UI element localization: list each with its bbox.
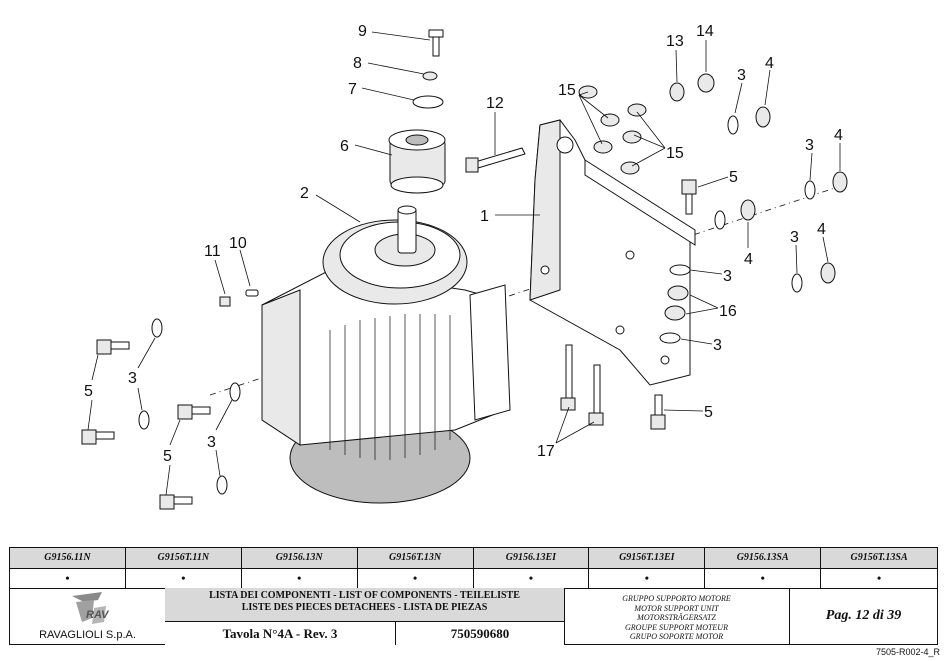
callout-10: 10 <box>229 235 247 252</box>
model-code: G9156.13EI <box>473 548 589 569</box>
callout-4: 4 <box>834 127 843 144</box>
applicability-dot: • <box>125 569 241 589</box>
callout-6: 6 <box>340 138 349 155</box>
table-revision: Tavola N°4A - Rev. 3 <box>165 622 396 645</box>
right-bolts <box>560 179 697 430</box>
small-nut <box>219 296 231 307</box>
group-name-es: GRUPO SOPORTE MOTOR <box>629 632 724 642</box>
callout-3: 3 <box>723 268 732 285</box>
washer <box>412 95 444 109</box>
model-column: G9156.13N• <box>241 548 358 589</box>
model-column: G9156.13SA• <box>705 548 822 589</box>
title-block: G9156.11N• G9156T.11N• G9156.13N• G9156T… <box>9 547 938 645</box>
callout-5: 5 <box>163 448 172 465</box>
callout-12: 12 <box>486 95 504 112</box>
callout-11: 11 <box>204 243 221 260</box>
callout-4: 4 <box>817 221 826 238</box>
group-name-cell: GRUPPO SUPPORTO MOTORE MOTOR SUPPORT UNI… <box>564 588 790 644</box>
model-column: G9156.11N• <box>10 548 126 589</box>
lock-washer <box>422 71 438 81</box>
model-column: G9156T.11N• <box>125 548 242 589</box>
callout-numbers: 1 2 3 3 3 3 3 3 3 4 4 4 4 5 5 5 5 6 7 8 … <box>84 23 843 465</box>
applicability-dot: • <box>589 569 705 589</box>
callout-5: 5 <box>84 383 93 400</box>
table-info-row: Tavola N°4A - Rev. 3 750590680 <box>165 621 564 645</box>
electric-motor <box>261 205 511 504</box>
callout-4: 4 <box>765 55 774 72</box>
page-number: Pag. 12 di 39 <box>825 608 902 623</box>
applicability-dot: • <box>10 569 125 589</box>
pulley <box>388 129 446 194</box>
group-name-de: MOTORSTRÄGERSATZ <box>637 613 716 623</box>
applicability-dot: • <box>705 569 821 589</box>
callout-15: 15 <box>558 82 576 99</box>
ravaglioli-logo: RAV <box>72 592 110 624</box>
document-reference: 7505-R002-4_R <box>875 647 940 657</box>
group-name-en: MOTOR SUPPORT UNIT <box>634 603 719 613</box>
model-code: G9156.13N <box>241 548 357 569</box>
bolt <box>428 29 444 57</box>
applicability-dot: • <box>241 569 357 589</box>
callout-14: 14 <box>696 23 714 40</box>
title-line-2: LISTE DES PIECES DETACHEES - LISTA DE PI… <box>241 602 488 613</box>
callout-5: 5 <box>729 169 738 186</box>
callout-16: 16 <box>719 303 737 320</box>
callout-2: 2 <box>300 185 309 202</box>
company-logo-cell: RAV RAVAGLIOLI S.p.A. <box>10 588 166 644</box>
applicability-dot: • <box>821 569 937 589</box>
exploded-parts-drawing: 1 2 3 3 3 3 3 3 3 4 4 4 4 5 5 5 5 6 7 8 … <box>81 23 851 510</box>
model-applicability-row: G9156.11N• G9156T.11N• G9156.13N• G9156T… <box>10 548 937 589</box>
applicability-dot: • <box>473 569 589 589</box>
title-block-bottom: RAV RAVAGLIOLI S.p.A. LISTA DEI COMPONEN… <box>10 588 937 645</box>
long-bolt <box>465 147 526 173</box>
callout-3: 3 <box>207 434 216 451</box>
callout-15: 15 <box>666 145 684 162</box>
model-column: G9156T.13EI• <box>589 548 706 589</box>
callout-17: 17 <box>537 443 555 460</box>
callout-3: 3 <box>128 370 137 387</box>
components-title-cell: LISTA DEI COMPONENTI - LIST OF COMPONENT… <box>165 588 565 645</box>
right-fasteners <box>578 73 848 344</box>
model-code: G9156.11N <box>10 548 125 569</box>
callout-13: 13 <box>666 33 684 50</box>
model-code: G9156.13SA <box>705 548 821 569</box>
company-name: RAVAGLIOLI S.p.A. <box>39 629 136 641</box>
title-line-1: LISTA DEI COMPONENTI - LIST OF COMPONENT… <box>209 590 520 601</box>
motor-support-bracket <box>529 119 696 386</box>
callout-4: 4 <box>744 251 753 268</box>
callout-3: 3 <box>790 229 799 246</box>
model-code: G9156T.13EI <box>589 548 705 569</box>
callout-8: 8 <box>353 55 362 72</box>
part-number: 750590680 <box>450 626 510 641</box>
applicability-dot: • <box>357 569 473 589</box>
callout-3: 3 <box>713 337 722 354</box>
group-name-it: GRUPPO SUPPORTO MOTORE <box>622 594 731 603</box>
model-column: G9156.13EI• <box>473 548 590 589</box>
model-column: G9156T.13N• <box>357 548 474 589</box>
model-code: G9156T.13SA <box>821 548 937 569</box>
set-screw <box>245 289 259 297</box>
callout-7: 7 <box>348 81 357 98</box>
callout-1: 1 <box>480 208 489 225</box>
model-code: G9156T.13N <box>357 548 473 569</box>
leader-lines <box>87 31 841 496</box>
left-fasteners <box>81 318 241 510</box>
callout-3: 3 <box>805 137 814 154</box>
model-column: G9156T.13SA• <box>821 548 937 589</box>
callout-5: 5 <box>704 404 713 421</box>
svg-text:RAV: RAV <box>86 609 110 621</box>
group-name-fr: GROUPE SUPPORT MOTEUR <box>625 622 728 632</box>
callout-9: 9 <box>358 23 367 40</box>
callout-3: 3 <box>737 67 746 84</box>
model-code: G9156T.11N <box>125 548 241 569</box>
